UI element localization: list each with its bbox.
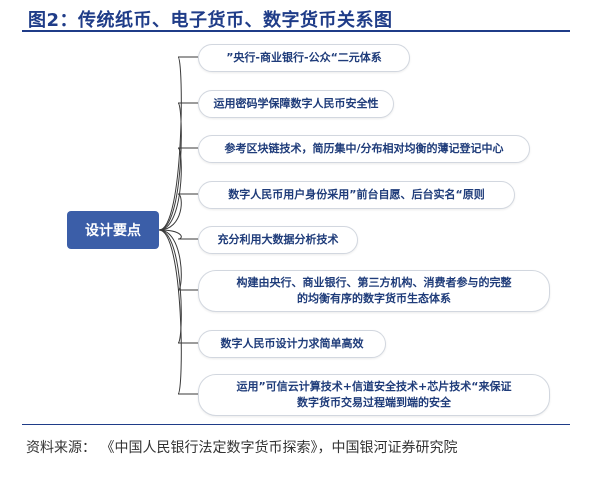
connector-line-7 bbox=[158, 229, 198, 344]
branch-node-text: 的均衡有序的数字货币生态体系 bbox=[297, 292, 451, 305]
connector-line-4 bbox=[158, 193, 198, 231]
branch-node-text: 数字货币交易过程端到端的安全 bbox=[297, 396, 451, 409]
branch-node-text: 运用”可信云计算技术+信道安全技术+芯片技术“来保证 bbox=[236, 380, 512, 393]
figure-title: 图2：传统纸币、电子货币、数字货币关系图 bbox=[28, 10, 393, 31]
branch-node-text: 数字人民币设计力求简单高效 bbox=[220, 337, 364, 350]
title-divider bbox=[22, 30, 570, 32]
center-node-label: 设计要点 bbox=[85, 223, 141, 239]
branch-node-5: 充分利用大数据分析技术 bbox=[198, 226, 358, 254]
branch-node-text: 数字人民币用户身份采用”前台自愿、后台实名“原则 bbox=[228, 188, 485, 201]
branch-node-text: 运用密码学保障数字人民币安全性 bbox=[213, 97, 379, 110]
branch-node-1: ”央行-商业银行-公众“二元体系 bbox=[198, 44, 410, 72]
branch-node-7: 数字人民币设计力求简单高效 bbox=[198, 330, 386, 358]
branch-node-8: 运用”可信云计算技术+信道安全技术+芯片技术“来保证数字货币交易过程端到端的安全 bbox=[198, 374, 550, 416]
branch-node-4: 数字人民币用户身份采用”前台自愿、后台实名“原则 bbox=[198, 181, 515, 209]
connector-line-5 bbox=[158, 229, 198, 240]
branch-node-text: ”央行-商业银行-公众“二元体系 bbox=[226, 51, 382, 64]
connector-line-8 bbox=[158, 229, 198, 395]
branch-node-text: 充分利用大数据分析技术 bbox=[217, 233, 339, 246]
branch-node-3: 参考区块链技术，简历集中/分布相对均衡的薄记登记中心 bbox=[198, 135, 530, 163]
source-divider bbox=[22, 424, 570, 425]
connector-line-3 bbox=[158, 147, 198, 231]
branch-node-2: 运用密码学保障数字人民币安全性 bbox=[198, 90, 394, 118]
connector-line-1 bbox=[158, 56, 198, 231]
branch-node-text: 参考区块链技术，简历集中/分布相对均衡的薄记登记中心 bbox=[224, 142, 504, 155]
center-node: 设计要点 bbox=[67, 211, 159, 249]
branch-node-text: 构建由央行、商业银行、第三方机构、消费者参与的完整 bbox=[236, 276, 512, 289]
branch-node-6: 构建由央行、商业银行、第三方机构、消费者参与的完整的均衡有序的数字货币生态体系 bbox=[198, 270, 550, 312]
source-note: 资料来源： 《中国人民银行法定数字货币探索》，中国银河证券研究院 bbox=[26, 440, 458, 456]
